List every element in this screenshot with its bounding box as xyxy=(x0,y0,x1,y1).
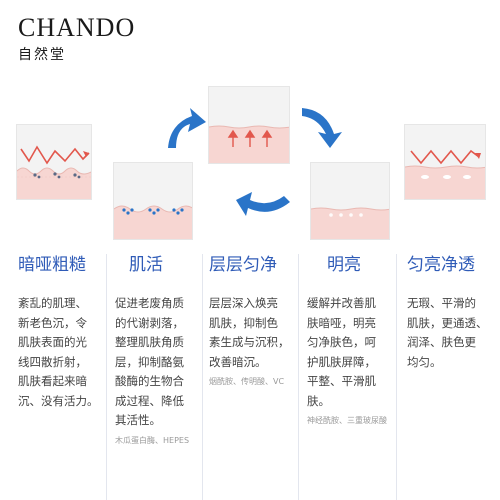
stage-translucent-icon xyxy=(404,124,486,200)
column-ingredients: 神经酰胺、三重玻尿酸 xyxy=(307,416,387,425)
brand-name-en: CHANDO xyxy=(18,13,136,42)
column-body: 紊乱的肌理、 新老色沉，令 肌肤表面的光 线四散折射， 肌肤看起来暗 沉、没有活… xyxy=(18,296,99,408)
column-title: 肌活 xyxy=(129,255,163,275)
column-bright: 明亮 缓解并改善肌 肤暗哑，明亮 匀净肤色，呵 护肌肤屏障， 平整、平滑肌 肤。… xyxy=(298,254,396,500)
column-title: 层层匀净 xyxy=(209,255,277,275)
stage-layered-icon xyxy=(208,86,290,164)
column-title: 明亮 xyxy=(327,255,361,275)
info-columns: 暗哑粗糙 紊乱的肌理、 新老色沉，令 肌肤表面的光 线四散折射， 肌肤看起来暗 … xyxy=(0,254,500,500)
stage-rough-skin-icon xyxy=(16,124,92,200)
brand-logo: CHANDO 自然堂 xyxy=(18,14,135,64)
column-body: 层层深入焕亮 肌肤，抑制色 素生成与沉积， 改善暗沉。 xyxy=(209,296,290,369)
cycle-arrows xyxy=(168,108,342,216)
cycle-arrow-icon xyxy=(168,108,342,216)
column-title: 暗哑粗糙 xyxy=(18,255,86,275)
column-body: 缓解并改善肌 肤暗哑，明亮 匀净肤色，呵 护肌肤屏障， 平整、平滑肌 肤。 xyxy=(307,296,376,408)
stage-exfoliate-icon xyxy=(113,162,193,240)
column-layered-clear: 层层匀净 层层深入焕亮 肌肤，抑制色 素生成与沉积， 改善暗沉。 烟酰胺、传明酸… xyxy=(202,254,298,500)
column-body: 无瑕、平滑的 肌肤，更通透、 润泽、肤色更 均匀。 xyxy=(407,296,488,369)
column-title: 匀亮净透 xyxy=(407,255,475,275)
column-dull-rough: 暗哑粗糙 紊乱的肌理、 新老色沉，令 肌肤表面的光 线四散折射， 肌肤看起来暗 … xyxy=(6,254,106,500)
column-even-translucent: 匀亮净透 无瑕、平滑的 肌肤，更通透、 润泽、肤色更 均匀。 xyxy=(396,254,500,500)
column-ingredients: 烟酰胺、传明酸、VC xyxy=(209,377,285,386)
column-ingredients: 木瓜蛋白酶、HEPES xyxy=(115,435,190,445)
column-body: 促进老废角质 的代谢剥落， 整理肌肤角质 层，抑制酪氨 酸酶的生物合 成过程、降… xyxy=(115,296,184,427)
stage-bright-icon xyxy=(310,162,390,240)
brand-name-cn: 自然堂 xyxy=(18,47,66,63)
column-activate: 肌活 促进老废角质 的代谢剥落， 整理肌肤角质 层，抑制酪氨 酸酶的生物合 成过… xyxy=(106,254,202,500)
